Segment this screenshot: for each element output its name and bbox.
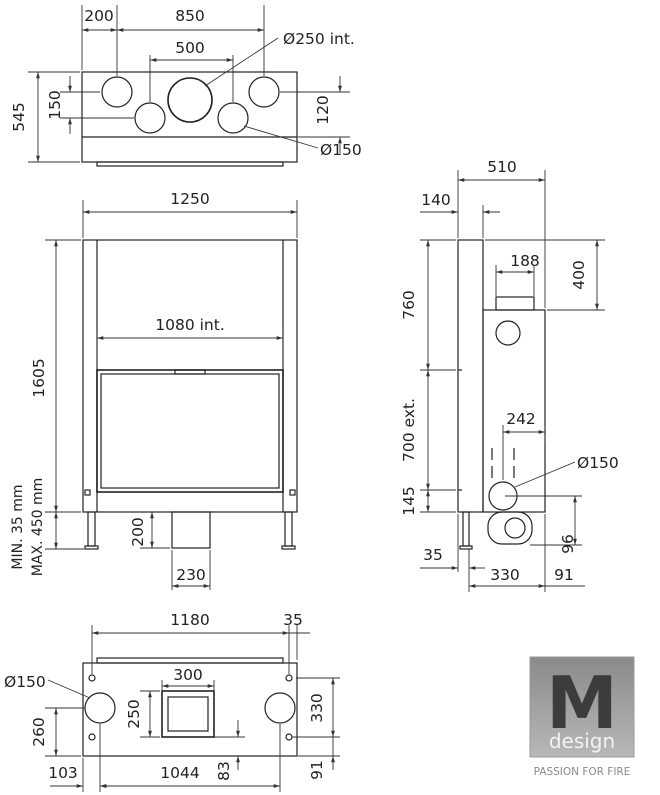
side-dim-91: 91 — [554, 566, 574, 584]
side-dim-242: 242 — [506, 410, 536, 428]
bottom-dim-103: 103 — [48, 764, 78, 782]
top-dim-500: 500 — [175, 39, 205, 57]
side-view: 510 140 188 400 760 242 700 ext. Ø150 — [400, 158, 619, 592]
top-dim-150-diam: Ø150 — [320, 141, 362, 159]
top-dim-545: 545 — [10, 102, 28, 132]
top-dim-850: 850 — [175, 7, 205, 25]
bottom-dim-330: 330 — [308, 693, 326, 723]
side-dim-700-ext: 700 ext. — [400, 398, 418, 462]
front-dim-200: 200 — [129, 517, 147, 547]
top-view: 200 850 500 Ø250 int. 545 150 120 Ø150 — [10, 5, 362, 167]
top-dim-120: 120 — [314, 95, 332, 125]
bottom-dim-91: 91 — [308, 760, 326, 780]
bottom-view: 1180 35 300 Ø150 330 260 250 103 1044 — [4, 611, 340, 792]
side-dim-510: 510 — [487, 158, 517, 176]
top-dim-250-int: Ø250 int. — [283, 30, 355, 48]
logo-tagline: PASSION FOR FIRE — [534, 766, 631, 778]
front-dim-1605: 1605 — [30, 358, 48, 397]
front-dim-1250: 1250 — [170, 190, 209, 208]
bottom-dim-300: 300 — [173, 666, 203, 684]
side-dim-35: 35 — [423, 546, 443, 564]
top-dim-150-left: 150 — [46, 90, 64, 120]
bottom-dim-260: 260 — [30, 717, 48, 747]
bottom-dim-1180: 1180 — [170, 611, 209, 629]
side-dim-150-diam: Ø150 — [577, 454, 619, 472]
front-view: 1250 1080 int. 1605 MIN. 35 mm MAX. 450 … — [10, 190, 298, 590]
side-dim-188: 188 — [510, 252, 540, 270]
logo-word: design — [549, 729, 615, 753]
front-max-height: MAX. 450 mm — [30, 478, 46, 577]
front-dim-1080-int: 1080 int. — [155, 316, 225, 334]
front-min-height: MIN. 35 mm — [10, 484, 26, 569]
side-dim-140: 140 — [421, 191, 451, 209]
bottom-dim-83: 83 — [215, 761, 233, 781]
bottom-dim-35: 35 — [283, 611, 303, 629]
side-dim-96: 96 — [559, 534, 577, 554]
logo-letter: M — [546, 661, 618, 745]
front-dim-230: 230 — [176, 566, 206, 584]
bottom-dim-150-diam: Ø150 — [4, 673, 46, 691]
bottom-dim-250: 250 — [125, 699, 143, 729]
brand-logo: M design PASSION FOR FIRE — [529, 656, 635, 778]
top-dim-200: 200 — [84, 7, 114, 25]
side-dim-760: 760 — [400, 290, 418, 320]
side-dim-145: 145 — [400, 486, 418, 516]
side-dim-330: 330 — [490, 566, 520, 584]
bottom-dim-1044: 1044 — [160, 764, 199, 782]
side-dim-400: 400 — [570, 260, 588, 290]
